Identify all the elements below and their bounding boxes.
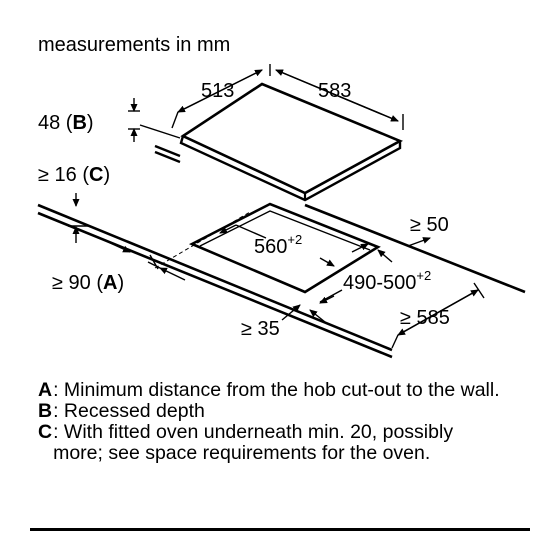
- label-recess-48: 48 (B): [38, 112, 94, 134]
- dimension-lines: [68, 64, 485, 349]
- label-worktop-depth-585: ≥ 585: [400, 307, 450, 329]
- label-wall-gap-90: ≥ 90 (A): [52, 272, 124, 294]
- cutout-outline: [188, 202, 381, 294]
- label-cutout-width-560: 560+2: [254, 232, 302, 258]
- dashed-guide: [154, 211, 251, 269]
- diagram-title: measurements in mm: [38, 34, 230, 56]
- legend-letter: C: [38, 421, 53, 443]
- label-front-gap-35: ≥ 35: [241, 318, 280, 340]
- label-width-513: 513: [201, 80, 234, 102]
- legend-item-a: A: Minimum distance from the hob cut-out…: [38, 380, 538, 401]
- legend-text: : With fitted oven underneath min. 20, p…: [53, 421, 454, 464]
- hob-appliance: [179, 82, 404, 202]
- legend-item-b: B: Recessed depth: [38, 401, 538, 422]
- label-depth-583: 583: [318, 80, 351, 102]
- label-cutout-depth-490-500: 490-500+2: [343, 268, 431, 294]
- legend-text: : Recessed depth: [53, 400, 205, 422]
- label-side-gap-50: ≥ 50: [410, 214, 449, 236]
- legend-letter: B: [38, 400, 53, 422]
- legend: A: Minimum distance from the hob cut-out…: [38, 380, 538, 464]
- legend-item-c: C: With fitted oven underneath min. 20, …: [38, 422, 538, 464]
- label-clearance-16: ≥ 16 (C): [38, 164, 110, 186]
- bottom-rule: [30, 528, 530, 531]
- legend-text: : Minimum distance from the hob cut-out …: [53, 379, 500, 401]
- legend-letter: A: [38, 379, 53, 401]
